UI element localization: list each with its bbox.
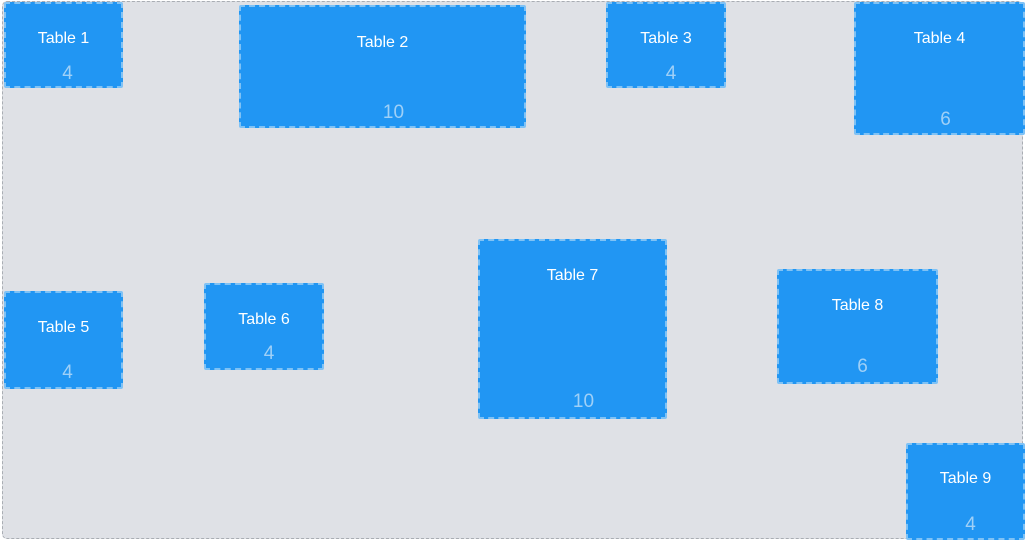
table-8[interactable]: Table 8 6	[777, 269, 938, 384]
table-name: Table 4	[913, 30, 966, 47]
table-name: Table 2	[356, 34, 409, 51]
table-1[interactable]: Table 1 4	[4, 2, 123, 88]
table-name: Table 7	[546, 267, 599, 284]
table-seat-count: 4	[665, 63, 677, 84]
table-3[interactable]: Table 3 4	[606, 2, 726, 88]
table-seat-count: 4	[62, 63, 73, 84]
table-7[interactable]: Table 7 10	[478, 239, 667, 419]
table-name: Table 5	[37, 319, 90, 336]
table-name: Table 6	[238, 311, 290, 328]
table-2[interactable]: Table 2 10	[239, 5, 526, 128]
table-6[interactable]: Table 6 4	[204, 283, 324, 370]
table-name: Table 8	[831, 297, 884, 314]
table-seat-count: 10	[382, 102, 405, 123]
table-seat-count: 6	[940, 109, 951, 130]
table-name: Table 9	[939, 470, 992, 487]
table-seat-count: 4	[263, 343, 275, 364]
table-4[interactable]: Table 4 6	[854, 2, 1025, 135]
table-seat-count: 4	[62, 362, 73, 383]
table-9[interactable]: Table 9 4	[906, 443, 1025, 540]
table-name: Table 1	[37, 30, 90, 47]
table-seat-count: 4	[965, 514, 976, 535]
table-name: Table 3	[640, 30, 692, 47]
table-seat-count: 6	[857, 356, 868, 377]
table-5[interactable]: Table 5 4	[4, 291, 123, 389]
table-seat-count: 10	[572, 391, 595, 412]
